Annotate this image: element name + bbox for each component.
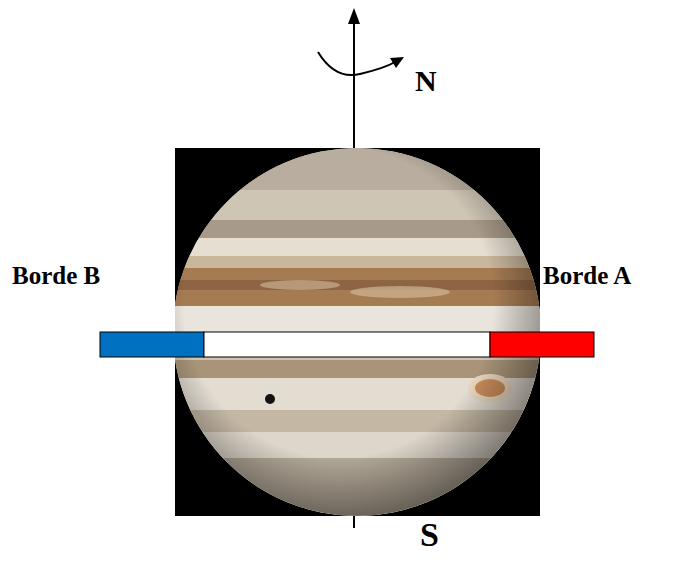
axis-arrowhead — [348, 8, 360, 24]
edge-a-label: Borde A — [543, 262, 631, 290]
rotation-arrow — [318, 52, 395, 75]
south-label: S — [420, 516, 439, 553]
north-label: N — [415, 64, 437, 97]
rotation-arrowhead — [390, 57, 404, 68]
red-edge-bar — [490, 332, 594, 357]
jupiter-image — [175, 148, 540, 516]
edge-b-label: Borde B — [12, 262, 100, 290]
rotation-axis — [353, 22, 355, 148]
axis-tick — [353, 516, 355, 528]
white-bar — [204, 332, 490, 357]
blue-edge-bar — [100, 332, 204, 357]
